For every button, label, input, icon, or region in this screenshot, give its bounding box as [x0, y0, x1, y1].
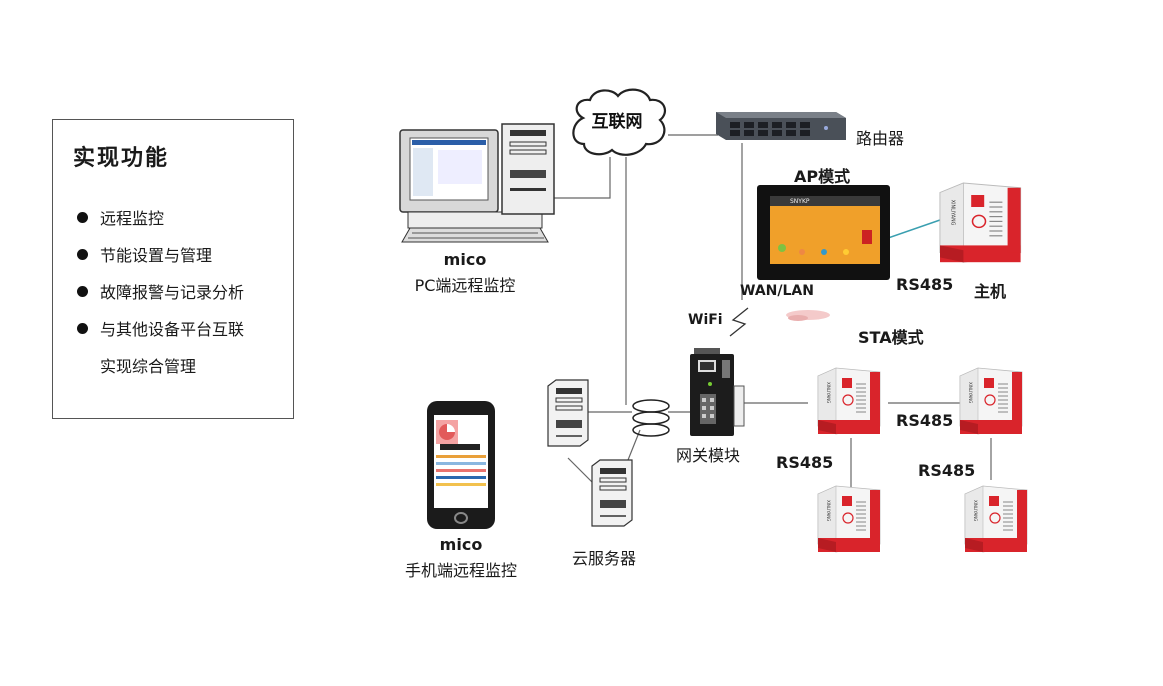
gateway-label: 网关模块 — [676, 446, 741, 465]
gateway-module-icon — [690, 348, 745, 436]
wifi-label: WiFi — [688, 312, 723, 328]
link-ap-host — [887, 219, 941, 239]
bullet-icon — [77, 286, 88, 297]
cloud-server-label: 云服务器 — [572, 549, 637, 568]
feature-label: 故障报警与记录分析 — [100, 283, 245, 302]
link-pc-internet — [552, 157, 611, 199]
rs485-left-label: RS485 — [776, 453, 834, 472]
feature-label: 节能设置与管理 — [100, 246, 213, 265]
sta-compressor-icon — [964, 485, 1028, 553]
mobile-name-label: mico — [439, 535, 483, 554]
screen-brand: SNYKP — [790, 198, 810, 205]
sta-compressor-icon — [817, 367, 881, 435]
rs485-host-label: RS485 — [896, 275, 954, 294]
pc-name-label: mico — [443, 250, 487, 269]
feature-item: 与其他设备平台互联 — [77, 316, 244, 340]
feature-item: 节能设置与管理 — [77, 242, 212, 266]
sta-mode-label: STA模式 — [858, 328, 924, 347]
internet-cloud-icon — [572, 88, 667, 156]
feature-item: 故障报警与记录分析 — [77, 279, 244, 303]
feature-item: 远程监控 — [77, 205, 164, 229]
touch-screen-icon: SNYKP — [757, 185, 890, 280]
feature-item-continuation: 实现综合管理 — [100, 357, 197, 376]
bullet-icon — [77, 212, 88, 223]
rs485-right-label: RS485 — [918, 461, 976, 480]
mobile-phone-icon — [427, 401, 495, 529]
bullet-icon — [77, 249, 88, 260]
pc-desc-label: PC端远程监控 — [414, 276, 516, 295]
sta-compressor-icon — [817, 485, 881, 553]
mobile-desc-label: 手机端远程监控 — [404, 561, 517, 580]
feature-label: 远程监控 — [100, 209, 165, 228]
host-compressor-icon — [939, 182, 1022, 263]
feature-title: 实现功能 — [73, 146, 170, 171]
feature-panel: 实现功能 远程监控 节能设置与管理 故障报警与记录分析 与其他设备平台互联 实现… — [52, 119, 294, 419]
pc-computer-icon — [399, 123, 555, 243]
feature-label: 与其他设备平台互联 — [100, 320, 245, 339]
bullet-icon — [77, 323, 88, 334]
rs485-top-label: RS485 — [896, 411, 954, 430]
ap-mode-label: AP模式 — [794, 167, 851, 186]
sta-compressor-icon — [959, 367, 1023, 435]
host-label: 主机 — [974, 282, 1007, 301]
router-label: 路由器 — [856, 129, 905, 148]
internet-label: 互联网 — [592, 112, 643, 132]
wan-lan-label: WAN/LAN — [740, 283, 814, 299]
pink-signal-icon — [786, 310, 830, 321]
router-icon — [716, 112, 846, 140]
wifi-signal-icon — [729, 307, 749, 337]
cloud-server-icon — [547, 379, 670, 527]
